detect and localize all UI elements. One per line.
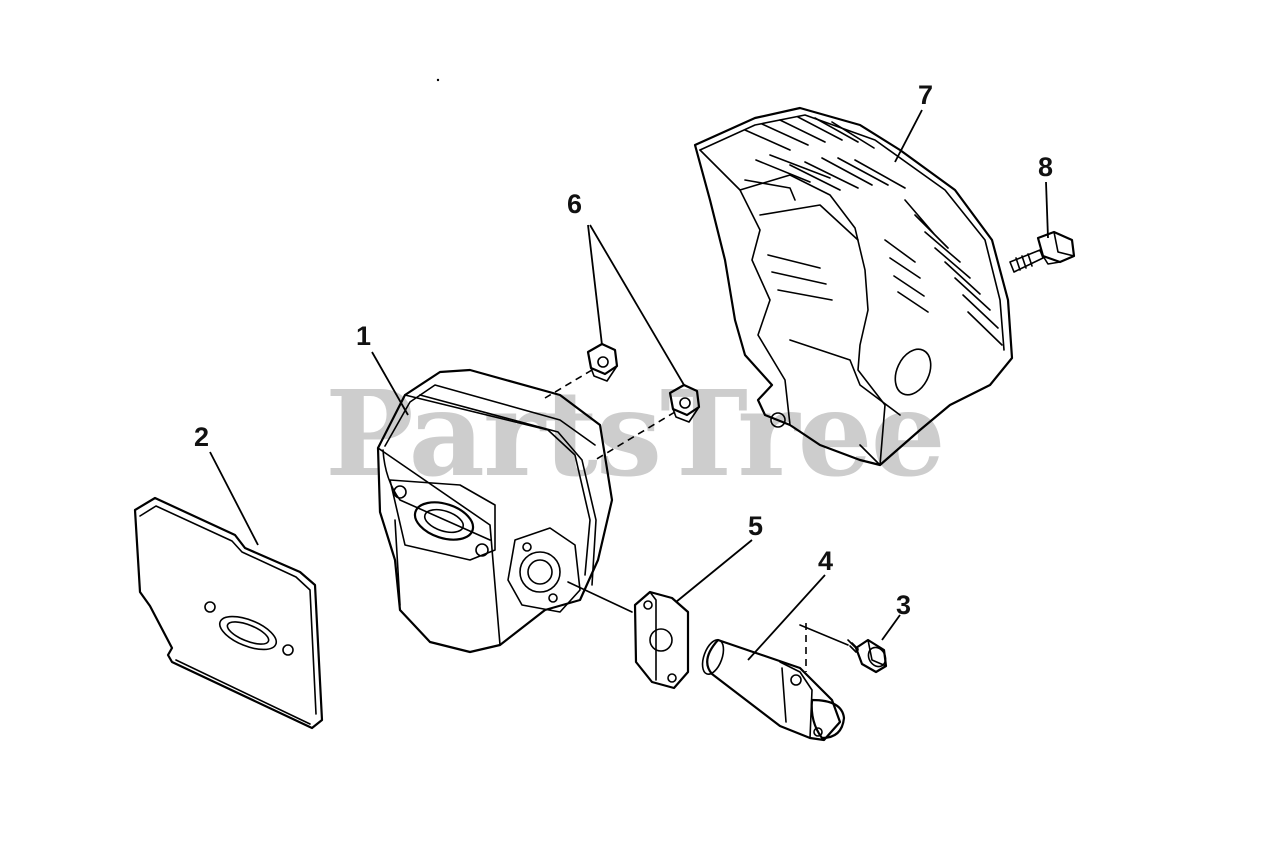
part-7-heat-shield[interactable] xyxy=(693,106,1014,467)
screw-guide-line xyxy=(799,624,849,646)
gasket-alignment xyxy=(567,581,633,613)
part-2-gasket[interactable] xyxy=(133,496,324,730)
leader-8 xyxy=(1045,181,1049,239)
callout-5[interactable]: 5 xyxy=(748,511,763,541)
part-1-muffler-body[interactable] xyxy=(376,368,614,654)
partstree-watermark: PartsTree xyxy=(325,364,944,503)
speck xyxy=(436,78,440,82)
nut-b-alignment xyxy=(594,411,676,461)
leader-6b xyxy=(589,224,685,386)
callout-6[interactable]: 6 xyxy=(567,189,582,219)
leader-5 xyxy=(675,539,753,603)
leader-4 xyxy=(747,574,826,661)
callout-8[interactable]: 8 xyxy=(1038,152,1053,182)
leader-3 xyxy=(881,614,901,641)
leader-6a xyxy=(587,224,603,346)
callout-2[interactable]: 2 xyxy=(194,422,209,452)
part-4-tailpipe[interactable] xyxy=(698,637,846,742)
leader-1 xyxy=(371,351,409,416)
part-8-bolt[interactable] xyxy=(1009,230,1076,273)
callout-1[interactable]: 1 xyxy=(356,321,371,351)
part-5-flange-gasket[interactable] xyxy=(633,590,690,690)
nut-a-alignment xyxy=(544,369,593,399)
leader-2 xyxy=(209,451,259,546)
callout-7[interactable]: 7 xyxy=(918,80,933,110)
callout-4[interactable]: 4 xyxy=(818,546,833,576)
part-3-screw[interactable] xyxy=(847,638,889,674)
callout-3[interactable]: 3 xyxy=(896,590,911,620)
leader-7 xyxy=(894,109,923,163)
